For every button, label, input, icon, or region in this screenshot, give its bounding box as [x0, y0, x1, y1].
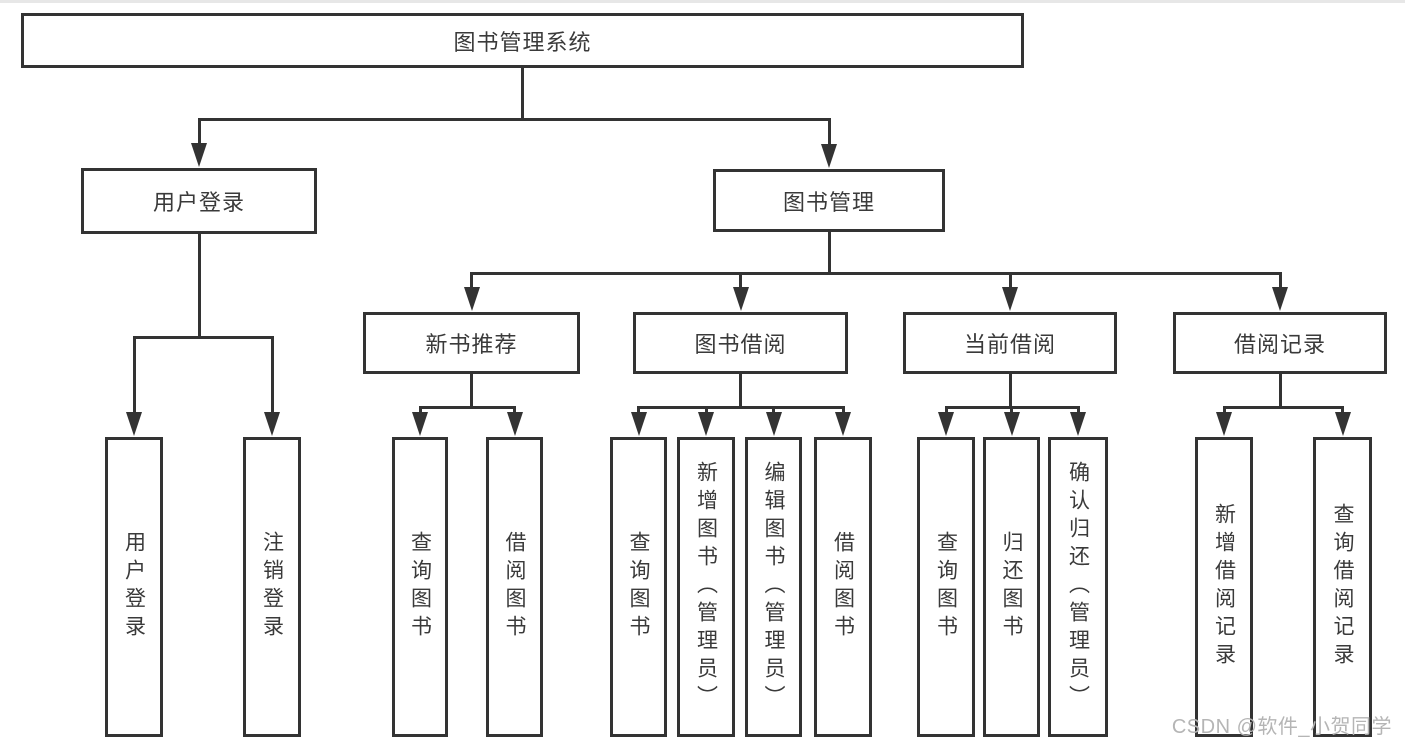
node-label-user-login-action: 用户登录 [122, 531, 146, 643]
edge-drop-logout-action [270, 336, 274, 415]
arrow-down-icon [938, 412, 954, 436]
edge-drop-user-login [197, 118, 201, 146]
arrow-down-icon [765, 412, 782, 436]
edge-bus-user-login [132, 336, 274, 339]
node-label-cb-return-books: 归还图书 [1000, 531, 1023, 643]
node-book-borrowing: 图书借阅 [633, 312, 848, 374]
edge-drop-cb-confirm-return-admin [1076, 406, 1080, 415]
node-label-bb-borrow-books: 借阅图书 [831, 531, 855, 643]
arrow-down-icon [1272, 287, 1288, 311]
node-label-bb-query-books: 查询图书 [627, 531, 650, 643]
edge-drop-borrowing-records [1278, 272, 1282, 290]
node-label-borrowing-records: 借阅记录 [1233, 332, 1326, 357]
node-label-br-add-borrow-record: 新增借阅记录 [1212, 503, 1236, 671]
screen-top-edge [0, 0, 1405, 3]
edge-stem-user-login [197, 234, 201, 339]
arrow-down-icon [1002, 287, 1018, 311]
node-cb-confirm-return-admin: 确认归还（管理员） [1048, 437, 1108, 737]
arrow-down-icon [630, 412, 647, 436]
arrow-down-icon [1003, 412, 1020, 436]
node-label-user-login: 用户登录 [152, 190, 245, 215]
node-book-management: 图书管理 [713, 169, 945, 232]
node-label-cb-confirm-return-admin: 确认归还（管理员） [1066, 461, 1090, 713]
edge-stem-current-borrowing [1008, 374, 1012, 409]
edge-drop-cb-return-books [1010, 406, 1013, 415]
node-cb-query-books: 查询图书 [917, 437, 975, 737]
node-label-new-book-recommend: 新书推荐 [425, 332, 518, 357]
arrow-down-icon [1070, 412, 1086, 436]
arrow-down-icon [732, 287, 749, 311]
edge-drop-bb-query-books [637, 406, 640, 415]
edge-bus-book-borrowing [637, 406, 845, 409]
node-label-nb-query-books: 查询图书 [408, 531, 432, 643]
node-label-nb-borrow-books: 借阅图书 [503, 531, 526, 643]
edge-drop-book-management [827, 118, 831, 147]
edge-stem-book-borrowing [739, 374, 742, 409]
node-label-logout-action: 注销登录 [260, 531, 284, 643]
arrow-down-icon [1334, 412, 1351, 436]
edge-bus-borrowing-records [1222, 406, 1344, 409]
node-current-borrowing: 当前借阅 [903, 312, 1117, 374]
node-label-bb-add-books-admin: 新增图书（管理员） [694, 461, 718, 713]
node-label-current-borrowing: 当前借阅 [963, 332, 1056, 357]
node-bb-add-books-admin: 新增图书（管理员） [677, 437, 735, 737]
node-borrowing-records: 借阅记录 [1173, 312, 1387, 374]
edge-drop-bb-borrow-books [841, 406, 845, 415]
edge-drop-br-query-borrow-record [1341, 406, 1344, 415]
node-cb-return-books: 归还图书 [983, 437, 1040, 737]
node-user-login: 用户登录 [81, 168, 317, 234]
node-br-add-borrow-record: 新增借阅记录 [1195, 437, 1253, 737]
node-nb-query-books: 查询图书 [392, 437, 448, 737]
arrow-down-icon [1216, 412, 1232, 436]
edge-drop-bb-edit-books-admin [772, 406, 775, 415]
node-user-login-action: 用户登录 [105, 437, 163, 737]
node-nb-borrow-books: 借阅图书 [486, 437, 543, 737]
node-br-query-borrow-record: 查询借阅记录 [1313, 437, 1372, 737]
node-label-cb-query-books: 查询图书 [934, 531, 958, 643]
edge-drop-nb-borrow-books [513, 406, 516, 415]
node-bb-borrow-books: 借阅图书 [814, 437, 872, 737]
node-label-root: 图书管理系统 [453, 29, 592, 55]
edge-drop-bb-add-books-admin [704, 406, 708, 415]
edge-stem-borrowing-records [1278, 374, 1282, 409]
edge-drop-book-borrowing [739, 272, 742, 290]
watermark: CSDN @软件_小贺同学 [1171, 716, 1392, 738]
edge-drop-user-login-action [132, 336, 136, 415]
edge-drop-new-book-recommend [470, 272, 473, 290]
arrow-down-icon [698, 412, 714, 436]
edge-stem-new-book-recommend [470, 374, 473, 409]
arrow-down-icon [821, 144, 837, 168]
node-logout-action: 注销登录 [243, 437, 301, 737]
edge-drop-cb-query-books [944, 406, 948, 415]
edge-drop-br-add-borrow-record [1222, 406, 1226, 415]
node-new-book-recommend: 新书推荐 [363, 312, 580, 374]
edge-drop-nb-query-books [418, 406, 422, 415]
arrow-down-icon [835, 412, 851, 436]
edge-bus-root [197, 118, 831, 121]
arrow-down-icon [126, 412, 142, 436]
edge-bus-book-management [470, 272, 1282, 275]
node-label-book-management: 图书管理 [782, 189, 875, 215]
arrow-down-icon [191, 143, 207, 167]
node-label-br-query-borrow-record: 查询借阅记录 [1331, 503, 1354, 671]
edge-drop-current-borrowing [1008, 272, 1012, 290]
node-label-book-borrowing: 图书借阅 [694, 332, 787, 357]
node-label-bb-edit-books-admin: 编辑图书（管理员） [762, 461, 785, 713]
arrow-down-icon [506, 412, 523, 436]
node-root: 图书管理系统 [21, 13, 1024, 68]
edge-stem-root [521, 68, 524, 121]
arrow-down-icon [463, 287, 480, 311]
arrow-down-icon [412, 412, 428, 436]
node-bb-edit-books-admin: 编辑图书（管理员） [745, 437, 802, 737]
arrow-down-icon [264, 412, 280, 436]
node-bb-query-books: 查询图书 [610, 437, 667, 737]
edge-stem-book-management [827, 232, 831, 275]
edge-bus-new-book-recommend [418, 406, 516, 409]
